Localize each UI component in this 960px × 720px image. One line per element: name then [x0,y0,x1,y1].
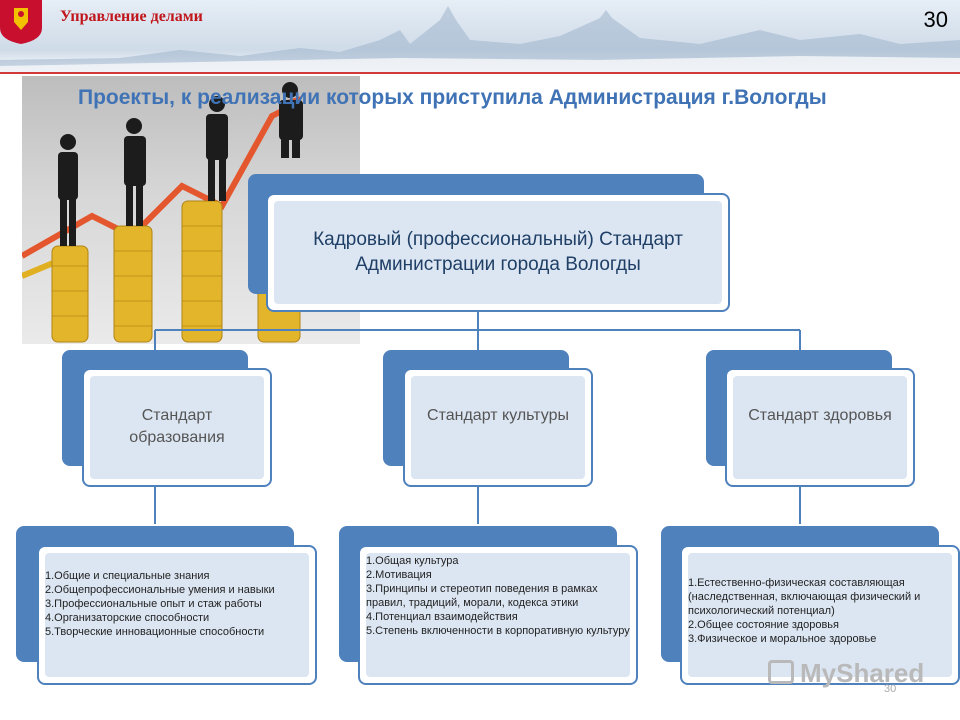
header-banner: Управление делами 30 [0,0,960,72]
list-item: 2.Общепрофессиональные умения и навыки [45,584,275,596]
standard-culture-box [403,368,593,487]
header-divider [0,72,960,74]
health-details-list: 1.Естественно-физическая составляющая (н… [688,576,952,646]
main-standard-label: Кадровый (профессиональный) Стандарт Адм… [313,229,683,275]
list-item: 3.Принципы и стереотип поведения в рамка… [366,583,598,609]
list-item: 5.Творческие инновационные способности [45,626,265,638]
list-item: 5.Степень включенности в корпоративную к… [366,625,630,637]
slide-title: Проекты, к реализации которых приступила… [78,86,827,109]
list-item: 2.Общее состояние здоровья [688,619,839,631]
list-item: 3.Профессиональные опыт и стаж работы [45,598,262,610]
education-details-list: 1.Общие и специальные знания 2.Общепрофе… [45,569,309,639]
list-item: 1.Естественно-физическая составляющая (н… [688,577,921,617]
list-item: 4.Организаторские способности [45,612,210,624]
page-number: 30 [923,7,948,32]
culture-details-list: 1.Общая культура 2.Мотивация 3.Принципы … [366,554,630,638]
education-details-box [37,545,317,685]
standard-health-box [725,368,915,487]
health-details-box [680,545,960,685]
city-skyline-decoration [0,6,960,72]
list-item: 1.Общие и специальные знания [45,570,210,582]
standard-education-box [82,368,272,487]
city-crest-icon [0,0,42,44]
main-standard-box [266,193,730,312]
standard-health-label: Стандарт здоровья [748,407,892,424]
list-item: 4.Потенциал взаимодействия [366,611,518,623]
myshared-logo-icon [768,660,794,684]
list-item: 2.Мотивация [366,569,432,581]
footer-page-number: 30 [884,683,897,695]
list-item: 1.Общая культура [366,555,459,567]
list-item: 3.Физическое и моральное здоровье [688,633,877,645]
standard-culture-label: Стандарт культуры [427,407,569,424]
standard-education-label: Стандарт образования [129,407,225,446]
culture-details-box [358,545,638,685]
organization-title: Управление делами [60,8,203,25]
watermark-text: MyShared [800,658,925,688]
